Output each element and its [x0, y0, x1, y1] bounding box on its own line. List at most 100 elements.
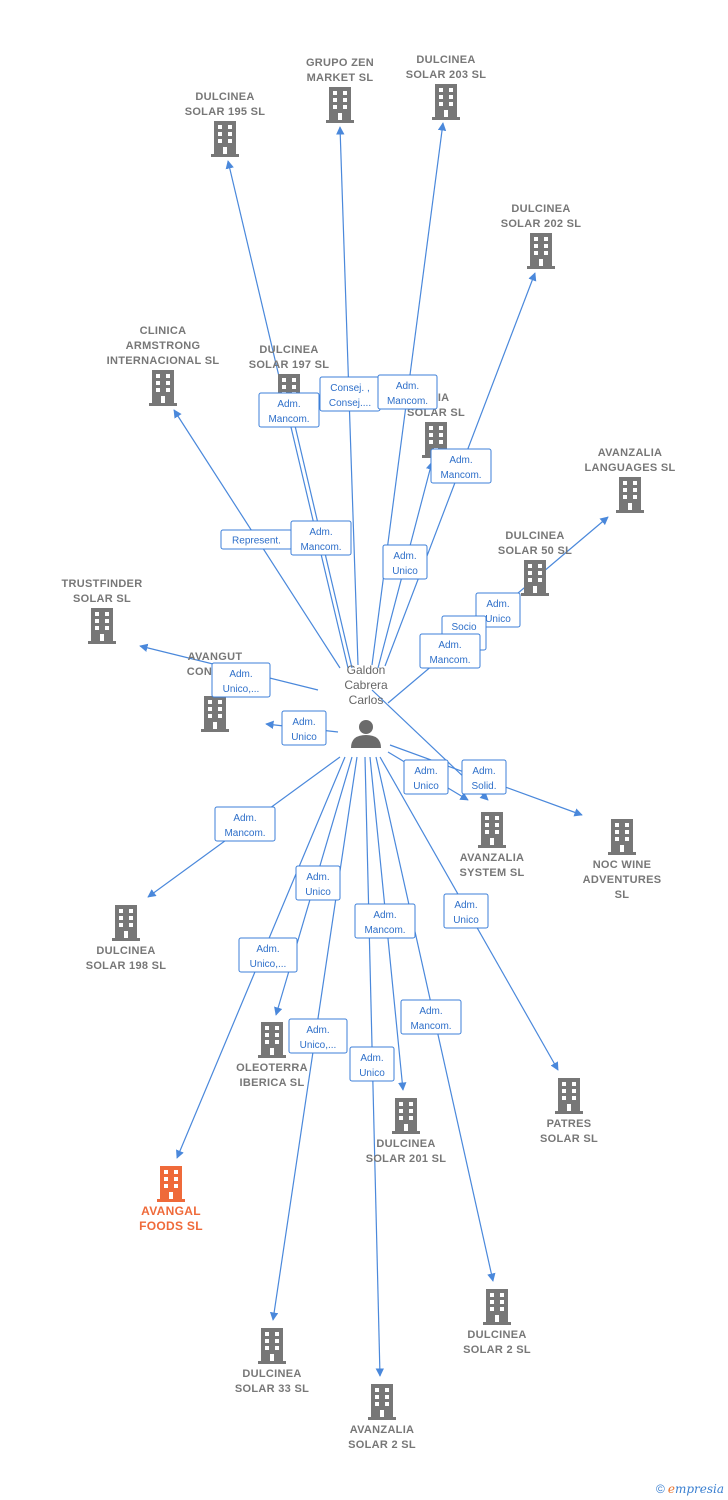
relation-text: Consej. ,	[330, 383, 369, 394]
relation-label-l-202[interactable]: Adm.Unico	[382, 544, 428, 580]
company-name-line: SOLAR 203 SL	[406, 69, 487, 81]
building-icon	[432, 84, 460, 120]
relation-text: Consej....	[329, 398, 371, 409]
company-name-line: DULCINEA	[96, 945, 155, 957]
building-icon	[478, 812, 506, 848]
company-name-line: SOLAR 195 SL	[185, 106, 266, 118]
relation-text: Unico	[291, 732, 317, 743]
relation-label-l-33[interactable]: Adm.Unico,...	[288, 1018, 348, 1054]
relation-text: Adm.	[277, 399, 300, 410]
company-name-line: DULCINEA	[511, 203, 570, 215]
company-name-line: SOLAR 50 SL	[498, 545, 572, 557]
relation-text: Adm.	[373, 910, 396, 921]
relation-label-l-198[interactable]: Adm.Mancom.	[214, 806, 276, 842]
company-name-line: ARMSTRONG	[126, 340, 201, 352]
company-name-line: AVANZALIA	[350, 1424, 415, 1436]
relation-label-l-rep[interactable]: Represent.	[220, 529, 293, 550]
building-icon	[149, 370, 177, 406]
company-name-line: NOC WINE	[593, 859, 652, 871]
relation-text: Adm.	[306, 1025, 329, 1036]
relation-text: Unico	[305, 887, 331, 898]
company-node-dulcinea-202[interactable]: DULCINEA SOLAR 202 SL	[501, 203, 582, 269]
relation-label-l-203[interactable]: Adm. Mancom.	[377, 374, 438, 410]
company-name-line: LANGUAGES SL	[585, 462, 676, 474]
building-icon	[112, 905, 140, 941]
relation-text: Mancom.	[364, 925, 405, 936]
relation-label-l-system2[interactable]: Adm.Solid.	[461, 759, 507, 795]
company-name-line: SOLAR 202 SL	[501, 218, 582, 230]
relation-text: Adm.	[360, 1053, 383, 1064]
relation-label-l-201[interactable]: Adm. Mancom.	[354, 903, 416, 939]
relation-text: Solid.	[471, 781, 496, 792]
relation-label-l-197[interactable]: Adm.Mancom.	[290, 520, 352, 556]
relation-text: Adm.	[306, 872, 329, 883]
building-icon	[616, 477, 644, 513]
relation-label-l-s2[interactable]: Adm. Unico	[349, 1046, 395, 1082]
relation-text: Mancom.	[387, 396, 428, 407]
company-name-line: INTERNACIONAL SL	[107, 355, 220, 367]
relation-label-l-avangal[interactable]: Adm.Unico,...	[238, 937, 298, 973]
building-icon	[258, 1022, 286, 1058]
company-name-line: SOLAR SL	[407, 407, 465, 419]
company-node-avanzalia-solar2[interactable]: AVANZALIA SOLAR 2 SL	[348, 1384, 416, 1451]
company-name-line: SYSTEM SL	[459, 867, 524, 879]
relation-text: Adm.	[396, 381, 419, 392]
relation-text: Adm.	[454, 900, 477, 911]
relation-text: Socio	[451, 622, 476, 633]
relation-label-l-50b[interactable]: Adm.Mancom.	[419, 633, 481, 669]
person-name-line: Carlos	[349, 693, 384, 707]
relation-label-l-consej[interactable]: Consej. , Consej....	[319, 376, 381, 412]
building-icon	[392, 1098, 420, 1134]
relation-label-l-lang[interactable]: Adm.Unico	[475, 592, 521, 628]
company-name-line: OLEOTERRA	[236, 1062, 308, 1074]
relation-label-l-oleo[interactable]: Adm. Unico	[295, 865, 341, 901]
relation-label-l-patres[interactable]: Adm.Unico	[443, 893, 489, 929]
building-icon	[326, 87, 354, 123]
relation-label-l-system1[interactable]: Adm.Unico	[403, 759, 449, 795]
company-name-line: SOLAR SL	[73, 593, 131, 605]
relation-text: Mancom.	[300, 542, 341, 553]
relation-label-l-trust[interactable]: Adm. Unico	[281, 710, 327, 746]
building-icon	[555, 1078, 583, 1114]
building-icon	[521, 560, 549, 596]
company-name-line: AVANGUT	[188, 651, 243, 663]
building-icon	[157, 1166, 185, 1202]
relation-label-l-solar[interactable]: Adm.Mancom.	[430, 448, 492, 484]
company-node-avanzalia-system[interactable]: AVANZALIA SYSTEM SL	[459, 812, 524, 879]
company-name-line: AVANZALIA	[460, 852, 525, 864]
footer-brand[interactable]: ©empresia	[656, 1482, 724, 1496]
relation-text: Adm.	[449, 455, 472, 466]
company-name-line: DULCINEA	[376, 1138, 435, 1150]
relation-text: Unico	[359, 1068, 385, 1079]
brand-initial: e	[667, 1482, 675, 1496]
building-icon	[211, 121, 239, 157]
building-icon	[201, 696, 229, 732]
relation-label-l-avangut[interactable]: Adm.Unico,...	[211, 662, 271, 698]
company-name-line: SOLAR 2 SL	[348, 1439, 416, 1451]
relation-text: Adm.	[292, 717, 315, 728]
company-name-line: FOODS SL	[139, 1219, 203, 1233]
company-name-line: DULCINEA	[242, 1368, 301, 1380]
relation-label-l-2[interactable]: Adm.Mancom.	[400, 999, 462, 1035]
relation-text: Adm.	[256, 944, 279, 955]
relation-label-l-195[interactable]: Adm.Mancom.	[258, 392, 320, 428]
relation-text: Adm.	[419, 1006, 442, 1017]
building-icon	[608, 819, 636, 855]
